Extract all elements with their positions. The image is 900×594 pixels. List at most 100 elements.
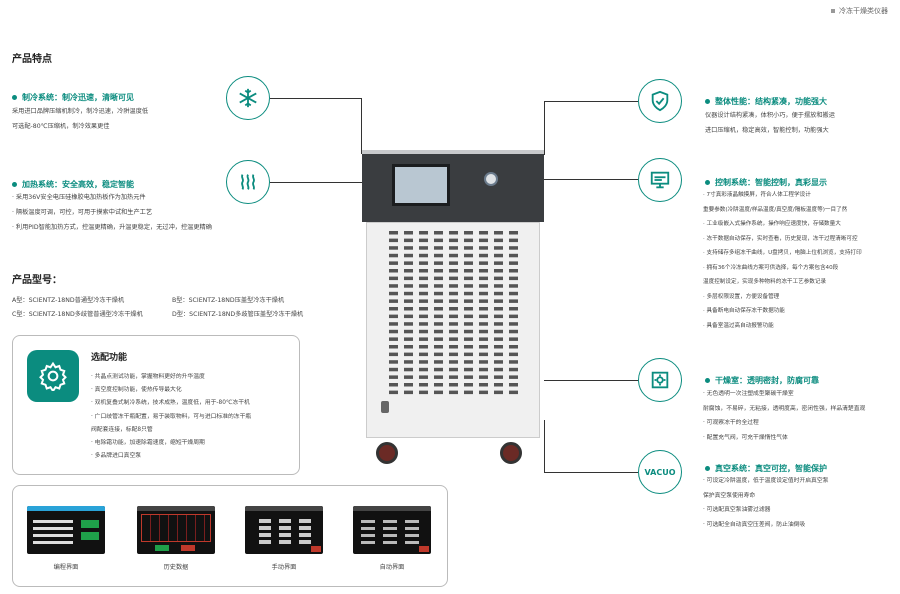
vent-slot (419, 322, 428, 326)
vent-slot (464, 314, 473, 319)
vent-slot (479, 261, 488, 265)
vent-slot (449, 352, 458, 357)
feature-title-text: 整体性能：结构紧凑，功能强大 (715, 97, 827, 106)
vent-slot (494, 246, 503, 250)
vent-slot (464, 291, 473, 296)
vent-slot (389, 360, 398, 364)
vent-slot (404, 253, 413, 258)
vent-slot (404, 276, 413, 281)
vent-slot (389, 329, 398, 334)
feature-title-chamber: 干燥室：透明密封，防腐可靠 (705, 375, 819, 386)
vent-slot (449, 367, 458, 372)
vent-slot (509, 291, 518, 296)
shield-check-icon (638, 79, 682, 123)
vent-slot (434, 284, 443, 288)
vent-slot (449, 322, 458, 326)
vent-slot (434, 360, 443, 364)
vent-slot (479, 269, 488, 273)
vent-slot (389, 231, 398, 235)
vent-slot (419, 246, 428, 250)
feature-line: · 采用36V安全电压硅橡胶电加热板作为加热元件 (12, 194, 146, 201)
vent-slot (494, 269, 503, 273)
vent-slot (419, 337, 428, 341)
vent-slot (434, 352, 443, 357)
feature-title-text: 加热系统：安全高效，稳定智能 (22, 180, 134, 189)
connector-line (544, 101, 638, 102)
connector-line (544, 420, 545, 472)
vent-slot (464, 390, 473, 395)
vent-slot (479, 383, 488, 387)
screen-label-history: 历史数据 (163, 564, 189, 571)
connector-line (544, 380, 638, 381)
heat-waves-icon (226, 160, 270, 204)
vent-slot (449, 375, 458, 379)
vent-slot (449, 390, 458, 395)
feature-line: · 配置充气阀，可充干燥惰性气体 (703, 434, 788, 441)
feature-line: · 冻干数据自动保存，实时查看，历史复现，冻干过程清晰可控 (703, 235, 858, 242)
feature-line: 保护真空泵使用寿命 (703, 492, 756, 499)
vent-slot (419, 314, 428, 319)
vent-slot (509, 352, 518, 357)
vent-slot (449, 329, 458, 334)
vent-slot (389, 291, 398, 296)
vent-slot (509, 246, 518, 250)
bullet-dot-icon (705, 180, 710, 185)
vent-slot (464, 337, 473, 341)
manual-screen (245, 506, 323, 554)
vent-slot (419, 238, 428, 243)
vent-slot (509, 299, 518, 303)
vent-slot (479, 253, 488, 258)
connector-line (544, 179, 638, 180)
vent-slot (479, 231, 488, 235)
vent-slot (434, 375, 443, 379)
vent-slot (404, 345, 413, 349)
vent-slot (479, 314, 488, 319)
model-c: C型：SCIENTZ-18ND多歧管普通型冷冻干燥机 (12, 311, 143, 318)
vent-slot (464, 276, 473, 281)
vent-slot (464, 375, 473, 379)
vent-slot (404, 367, 413, 372)
history-screen (137, 506, 215, 554)
feature-line: 仪器设计结构紧凑，体积小巧，便于摆放和搬运 (705, 112, 835, 119)
feature-title-text: 真空系统：真空可控，智能保护 (715, 464, 827, 473)
vent-slot (419, 261, 428, 265)
vent-slot (509, 337, 518, 341)
vent-slot (479, 375, 488, 379)
feature-line: · 多层权限设置，方便设备管理 (703, 293, 780, 300)
vent-slot (434, 337, 443, 341)
option-item: 阀配套连接，标配8只管 (91, 426, 153, 433)
feature-title-text: 干燥室：透明密封，防腐可靠 (715, 376, 819, 385)
connector-line (270, 98, 362, 99)
vent-slot (494, 329, 503, 334)
vent-slot (479, 238, 488, 243)
freeze-dryer-machine (362, 150, 544, 464)
vent-slot (494, 322, 503, 326)
vent-slot (389, 276, 398, 281)
feature-line: · 利用PID智能加热方式，控温更精确，升温更稳定，无过冲，控温更精确 (12, 224, 212, 231)
vent-slot (389, 345, 398, 349)
vent-slot (509, 238, 518, 243)
vent-slot (419, 360, 428, 364)
vent-slot (404, 390, 413, 395)
vent-slot (449, 238, 458, 243)
vent-slot (479, 299, 488, 303)
vent-slot (494, 352, 503, 357)
vent-slot (464, 299, 473, 303)
machine-control-panel (362, 150, 544, 222)
vent-slot (419, 375, 428, 379)
feature-line: · 拥有36个冷冻曲线方案可供选择，每个方案包含40段 (703, 264, 839, 271)
vent-slot (419, 269, 428, 273)
features-heading: 产品特点 (12, 54, 52, 65)
vent-slot (434, 329, 443, 334)
vent-slot (509, 307, 518, 311)
connector-line (544, 472, 638, 473)
vent-slot (494, 261, 503, 265)
feature-line: · 可设定冷阱温度，低于温度设定值时开启真空泵 (703, 478, 829, 484)
snowflake-icon (226, 76, 270, 120)
vent-slot (494, 375, 503, 379)
feature-line: 温度控制设定，实现多种物料的冻干工艺参数记录 (703, 279, 827, 285)
feature-desc-vacuum: · 可设定冷阱温度，低于温度设定值时开启真空泵 保护真空泵使用寿命 · 可选配真… (703, 474, 828, 532)
feature-title-text: 控制系统：智能控制，真彩显示 (715, 178, 827, 187)
vent-slot (479, 390, 488, 395)
vent-slot (479, 246, 488, 250)
